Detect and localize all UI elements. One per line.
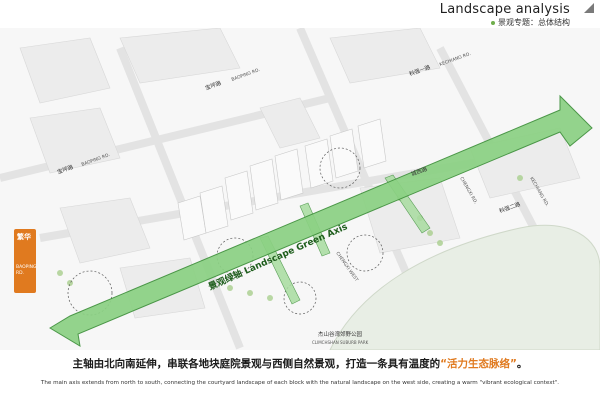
subtitle-text: 景观专题：总体结构 xyxy=(498,18,570,27)
side-road-tag: 繁华 BAOPING RD. xyxy=(14,229,37,293)
bullet-icon xyxy=(491,20,495,25)
caption-cn-main: 主轴由北向南延伸，串联各地块庭院景观与西侧自然景观，打造一条具有温度的 xyxy=(72,358,441,370)
main-green-axis-arrow xyxy=(49,94,593,347)
site-plan-diagram: 景观绿轴 Landscape Green Axis 宝坪路 BAOPING RD… xyxy=(0,26,600,351)
header: Landscape analysis 景观专题：总体结构 xyxy=(0,0,600,30)
suburb-park-area xyxy=(329,224,600,351)
caption-cn-highlight: “活力生态脉络” xyxy=(440,358,517,370)
page-title: Landscape analysis xyxy=(439,2,570,17)
park-label-cn: 杰山谷湾郊野公园 xyxy=(318,330,363,338)
corner-triangle-icon xyxy=(584,3,594,13)
caption-english: The main axis extends from north to sout… xyxy=(40,380,560,386)
side-tag-cn: 繁华 xyxy=(17,233,31,241)
caption-cn-end: 。 xyxy=(516,358,528,370)
tower-buildings xyxy=(177,118,387,241)
site-plan-svg: 景观绿轴 Landscape Green Axis 宝坪路 BAOPING RD… xyxy=(0,26,600,351)
caption-chinese: 主轴由北向南延伸，串联各地块庭院景观与西侧自然景观，打造一条具有温度的“活力生态… xyxy=(0,356,600,371)
park-label-en: CLIMCHSHAN SUBURB PARK xyxy=(312,340,369,345)
side-tag-en: BAOPING RD. xyxy=(16,265,37,276)
page-subtitle: 景观专题：总体结构 xyxy=(491,17,570,28)
